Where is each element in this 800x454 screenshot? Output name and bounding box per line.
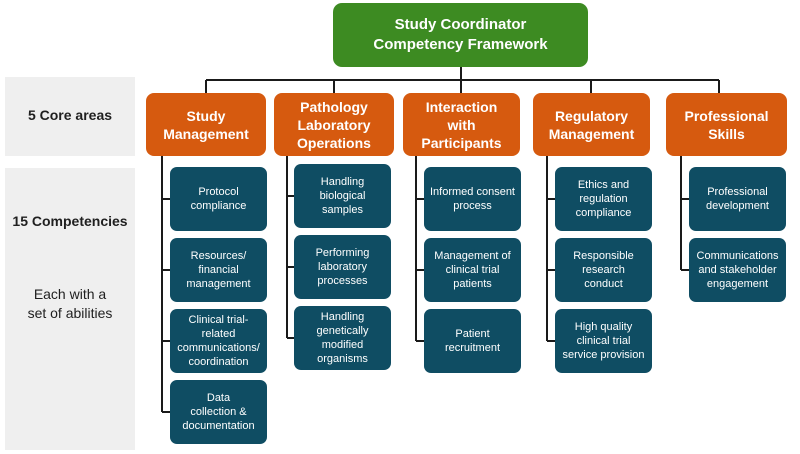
core-area-label: Management [163, 125, 249, 142]
core-area-label: Regulatory [554, 107, 629, 124]
competency-label: Handling [320, 176, 365, 188]
competency-label: engagement [706, 278, 769, 290]
core-area-regulatory-management: Regulatory Management [533, 93, 650, 156]
core-area-interaction-with-participants: Interaction with Participants [403, 93, 520, 156]
competency-ethics-regulation-compliance: Ethics and regulation compliance [555, 167, 652, 231]
competency-label: Protocol [198, 186, 239, 198]
competency-label: development [706, 200, 769, 212]
core-area-label: Operations [297, 134, 371, 151]
core-area-label: Management [548, 125, 635, 142]
competency-handling-gmo: Handling genetically modified organisms [294, 306, 391, 370]
competency-label: organisms [317, 353, 368, 365]
competencies-panel [5, 168, 135, 450]
core-area-label: Laboratory [297, 116, 371, 133]
competency-label: Responsible [573, 250, 634, 262]
core-area-label: Professional [684, 107, 769, 124]
competency-label: patients [453, 278, 492, 290]
competency-label: process [453, 200, 492, 212]
competency-label: management [186, 278, 251, 290]
competency-informed-consent-process: Informed consent process [424, 167, 521, 231]
competency-patient-recruitment: Patient recruitment [424, 309, 521, 373]
competency-label: collection & [190, 406, 247, 418]
competency-clinical-trial-communications: Clinical trial- related communications/ … [170, 309, 267, 373]
competency-label: coordination [188, 356, 249, 368]
competency-professional-development: Professional development [689, 167, 786, 231]
competency-handling-biological-samples: Handling biological samples [294, 164, 391, 228]
core-area-label: Study [186, 107, 226, 124]
competency-label: service provision [562, 349, 645, 361]
competency-label: Performing [315, 247, 370, 259]
competency-communications-stakeholder-engagement: Communications and stakeholder engagemen… [689, 238, 786, 302]
competency-protocol-compliance: Protocol compliance [170, 167, 267, 231]
competencies-label: 15 Competencies [12, 213, 128, 229]
competency-label: Ethics and [577, 179, 630, 191]
core-area-professional-skills: Professional Skills [666, 93, 787, 156]
competency-label: compliance [575, 207, 632, 219]
competency-data-collection-documentation: Data collection & documentation [170, 380, 267, 444]
competency-management-clinical-trial-patients: Management of clinical trial patients [424, 238, 521, 302]
competency-label: regulation [579, 193, 628, 205]
competency-label: research [582, 264, 625, 276]
competency-label: High quality [574, 321, 633, 333]
framework-title: Study Coordinator Competency Framework [333, 3, 588, 67]
competency-label: compliance [190, 200, 247, 212]
abilities-note: Each with a set of abilities [5, 285, 135, 323]
core-areas-label: 5 Core areas [27, 107, 113, 123]
competency-label: laboratory [318, 261, 367, 273]
competency-label: genetically [316, 325, 369, 337]
competency-label: Informed consent [430, 186, 515, 198]
core-area-label: Pathology [300, 98, 368, 115]
competency-label: related [201, 328, 236, 340]
competency-label: Data [206, 392, 231, 404]
competency-label: recruitment [444, 342, 501, 354]
competency-label: Clinical trial- [188, 314, 249, 326]
competency-label: Patient [455, 328, 490, 340]
abilities-note-line: Each with a [33, 286, 107, 302]
competency-label: and stakeholder [698, 264, 777, 276]
core-areas-panel [5, 77, 135, 156]
competency-label: Professional [707, 186, 768, 198]
competency-label: documentation [182, 420, 255, 432]
competency-label: conduct [584, 278, 623, 290]
competency-label: biological [319, 190, 366, 202]
competency-label: modified [321, 339, 364, 351]
core-area-label: Interaction [425, 98, 498, 115]
competency-label: samples [322, 204, 363, 216]
core-area-label: with [447, 116, 476, 133]
competency-performing-laboratory-processes: Performing laboratory processes [294, 235, 391, 299]
core-area-pathology-laboratory-operations: Pathology Laboratory Operations [274, 93, 394, 156]
competency-label: communications/ [177, 342, 260, 354]
framework-title-line: Competency Framework [373, 36, 548, 53]
competency-label: clinical trial [445, 264, 500, 276]
competency-label: clinical trial [576, 335, 631, 347]
abilities-note-line: set of abilities [27, 305, 113, 321]
competency-resources-financial-management: Resources/ financial management [170, 238, 267, 302]
competency-label: processes [317, 275, 368, 287]
competency-label: Management of [434, 250, 511, 262]
competency-label: financial [198, 264, 239, 276]
core-area-label: Skills [708, 125, 745, 142]
framework-title-line: Study Coordinator [394, 16, 527, 33]
core-area-label: Participants [421, 134, 502, 151]
competency-high-quality-service-provision: High quality clinical trial service prov… [555, 309, 652, 373]
competency-label: Communications [696, 250, 779, 262]
competency-responsible-research-conduct: Responsible research conduct [555, 238, 652, 302]
competency-label: Resources/ [190, 250, 247, 262]
core-area-study-management: Study Management [146, 93, 266, 156]
competency-label: Handling [320, 311, 365, 323]
